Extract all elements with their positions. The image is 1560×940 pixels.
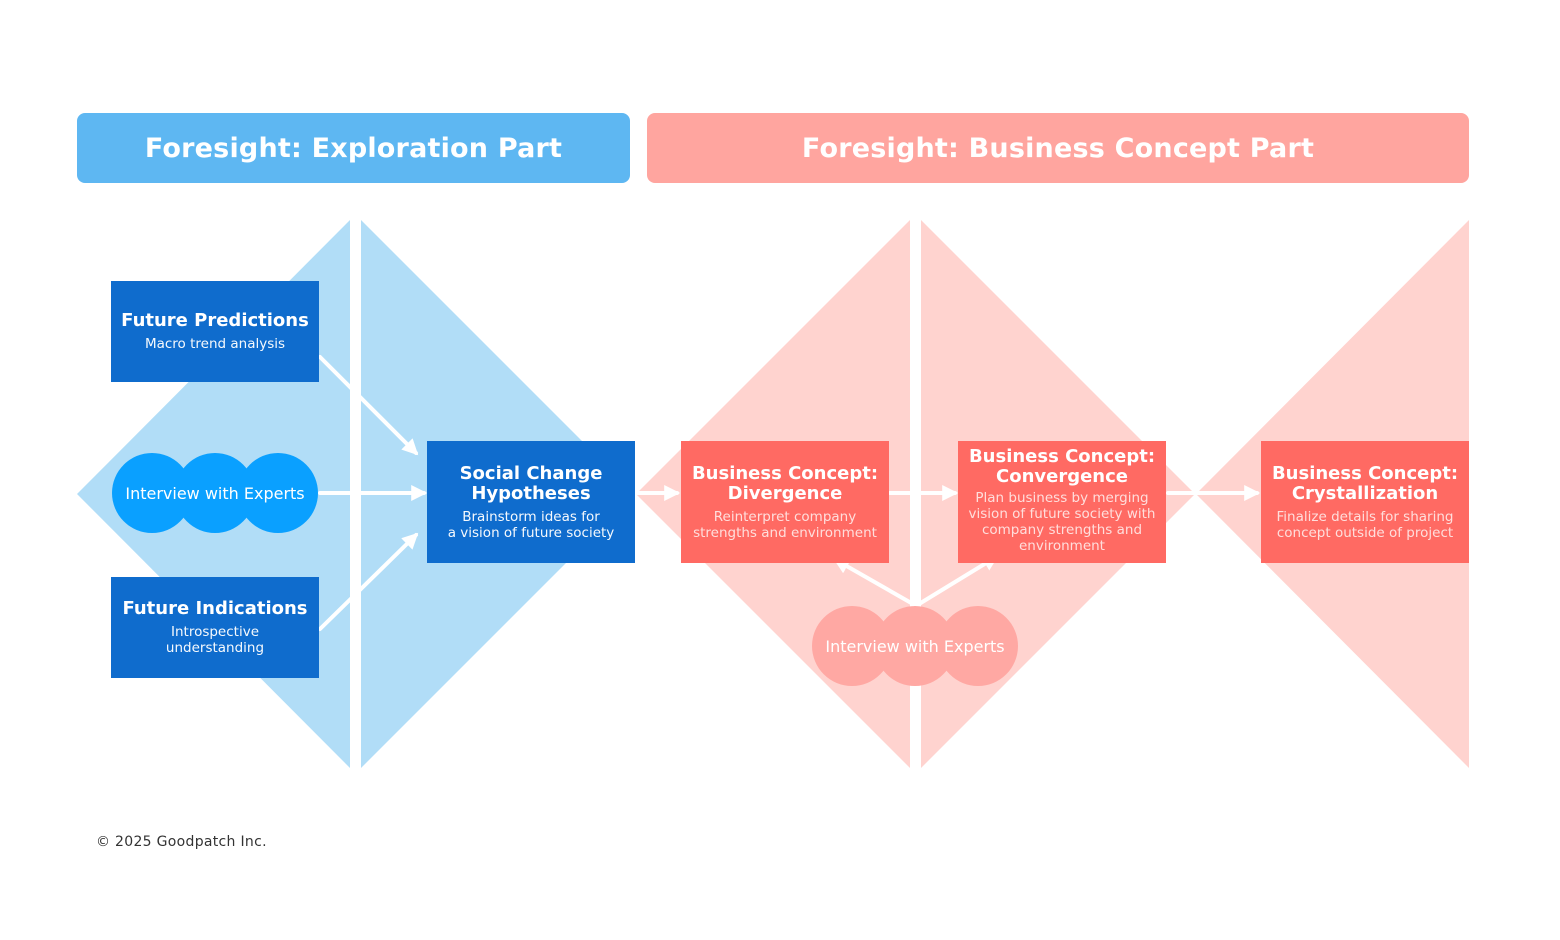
future-predictions-desc: Macro trend analysis — [144, 336, 286, 352]
exploration-part-title: Foresight: Exploration Part — [144, 132, 563, 164]
crystallization-desc: Finalize details for sharing concept out… — [1277, 509, 1454, 541]
crystallization-title-line: Business Concept: — [1271, 462, 1459, 484]
convergence-desc-line: vision of future society with — [968, 506, 1156, 522]
arrow-indications-to-hypotheses — [318, 532, 419, 631]
future-indications-node: Future Indications Introspective underst… — [111, 577, 319, 678]
business-concept-crystallization-node: Business Concept: Crystallization Finali… — [1261, 441, 1469, 563]
divergence-title-line: Business Concept: — [691, 462, 879, 484]
social-change-desc: Brainstorm ideas for a vision of future … — [448, 509, 615, 541]
future-predictions-node: Future Predictions Macro trend analysis — [111, 281, 319, 382]
interview-experts-right-label: Interview with Experts — [812, 626, 1018, 666]
convergence-title: Business Concept: Convergence — [969, 447, 1155, 487]
crystallization-title: Business Concept: Crystallization — [1271, 462, 1459, 504]
business-concept-part-title: Foresight: Business Concept Part — [801, 132, 1315, 164]
social-change-title-line: Social Change — [459, 462, 603, 484]
future-indications-desc: Introspective understanding — [166, 624, 264, 656]
convergence-desc: Plan business by merging vision of futur… — [969, 490, 1156, 554]
connector-arrows — [318, 355, 1261, 631]
interview-experts-left-text: Interview with Experts — [125, 483, 305, 503]
social-change-hypotheses-node: Social Change Hypotheses Brainstorm idea… — [427, 441, 635, 563]
convergence-title-line: Convergence — [996, 466, 1128, 487]
social-change-desc-line: Brainstorm ideas for — [462, 508, 600, 525]
divergence-desc-line: strengths and environment — [693, 524, 877, 541]
future-indications-desc-line: understanding — [165, 640, 265, 656]
interview-cloud-right — [812, 606, 1018, 686]
interview-experts-left-label: Interview with Experts — [112, 473, 318, 513]
crystallization-desc-line: concept outside of project — [1276, 524, 1454, 541]
arrow-predictions-to-hypotheses — [318, 355, 419, 456]
business-concept-part-header: Foresight: Business Concept Part — [647, 113, 1469, 183]
exploration-part-header: Foresight: Exploration Part — [77, 113, 630, 183]
crystallization-desc-line: Finalize details for sharing — [1276, 508, 1454, 525]
social-change-title-line: Hypotheses — [471, 482, 591, 504]
convergence-desc-line: Plan business by merging — [975, 490, 1149, 506]
divergence-desc: Reinterpret company strengths and enviro… — [693, 509, 877, 541]
future-predictions-title: Future Predictions — [121, 310, 309, 331]
divergence-title-line: Divergence — [727, 482, 843, 504]
copyright-footer: © 2025 Goodpatch Inc. — [96, 834, 267, 850]
convergence-desc-line: company strengths and — [981, 522, 1143, 538]
divergence-desc-line: Reinterpret company — [713, 508, 857, 525]
social-change-desc-line: a vision of future society — [447, 524, 615, 541]
business-concept-convergence-node: Business Concept: Convergence Plan busin… — [958, 441, 1166, 563]
business-concept-divergence-node: Business Concept: Divergence Reinterpret… — [681, 441, 889, 563]
social-change-title: Social Change Hypotheses — [459, 462, 603, 504]
divergence-title: Business Concept: Divergence — [691, 462, 879, 504]
interview-cloud-left — [112, 453, 318, 533]
convergence-desc-line: environment — [1019, 538, 1105, 554]
future-indications-desc-line: Introspective — [170, 624, 259, 640]
arrow-interview-to-convergence — [917, 555, 999, 606]
convergence-title-line: Business Concept: — [968, 446, 1156, 467]
future-indications-title: Future Indications — [122, 598, 308, 619]
arrow-interview-to-divergence — [833, 558, 915, 606]
interview-experts-right-text: Interview with Experts — [825, 636, 1005, 656]
crystallization-title-line: Crystallization — [1291, 482, 1439, 504]
